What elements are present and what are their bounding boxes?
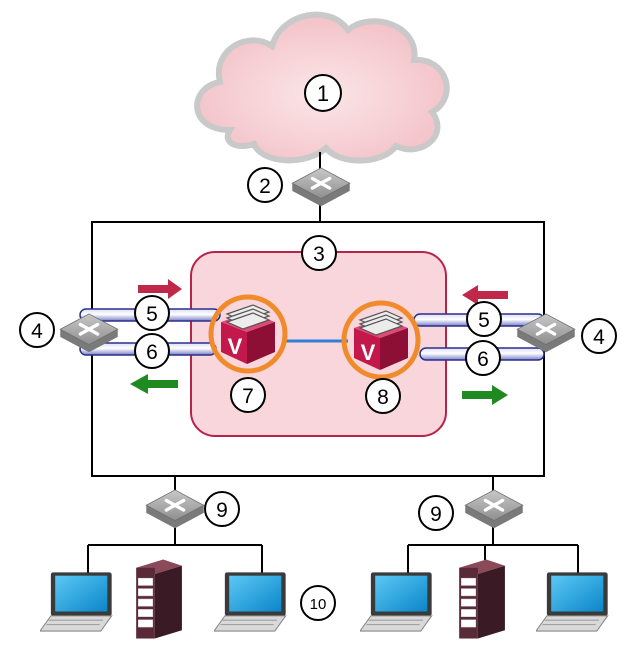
arrow-icon [130, 374, 178, 394]
arrow-icon [462, 385, 508, 405]
svg-text:9: 9 [216, 499, 228, 522]
arrow-icon [138, 279, 182, 299]
callout-edge-switch-left: 4 [19, 312, 55, 348]
svg-text:10: 10 [310, 596, 327, 613]
svg-text:1: 1 [317, 81, 329, 106]
callout-link-bottom-left: 6 [134, 333, 170, 369]
arrow-icon [462, 285, 508, 305]
server-tower-icon [458, 559, 506, 639]
svg-text:5: 5 [146, 303, 158, 326]
callout-lan-switch-right: 9 [418, 495, 454, 531]
laptop-icon [214, 571, 287, 632]
callout-cloud: 1 [304, 74, 342, 112]
appliance-right [341, 300, 421, 380]
callout-link-top-left: 5 [134, 295, 170, 331]
callout-wan-switch: 2 [247, 167, 283, 203]
callout-appliance-right: 8 [365, 378, 401, 414]
callout-virtual-group: 3 [301, 235, 337, 271]
callout-edge-switch-right: 4 [581, 318, 617, 354]
server-tower-icon [135, 559, 183, 639]
network-switch-icon [463, 488, 525, 530]
callout-appliance-left: 7 [230, 377, 266, 413]
laptop-icon [360, 571, 433, 632]
network-switch-icon [290, 166, 352, 208]
laptop-icon [40, 571, 113, 632]
callout-lan-switch-left: 9 [204, 491, 240, 527]
svg-text:8: 8 [377, 386, 389, 409]
callout-link-bottom-right: 6 [465, 340, 501, 376]
network-switch-icon [144, 488, 206, 530]
callout-clients: 10 [300, 585, 336, 621]
svg-text:7: 7 [242, 385, 254, 408]
svg-text:5: 5 [478, 309, 490, 332]
svg-text:4: 4 [31, 320, 43, 343]
appliance-left [208, 294, 288, 374]
callout-link-top-right: 5 [466, 301, 502, 337]
laptop-icon [536, 571, 609, 632]
svg-text:9: 9 [430, 503, 442, 526]
svg-text:3: 3 [313, 243, 325, 266]
svg-text:6: 6 [477, 348, 489, 371]
svg-text:2: 2 [259, 175, 271, 198]
svg-text:6: 6 [146, 341, 158, 364]
svg-text:4: 4 [593, 326, 605, 349]
